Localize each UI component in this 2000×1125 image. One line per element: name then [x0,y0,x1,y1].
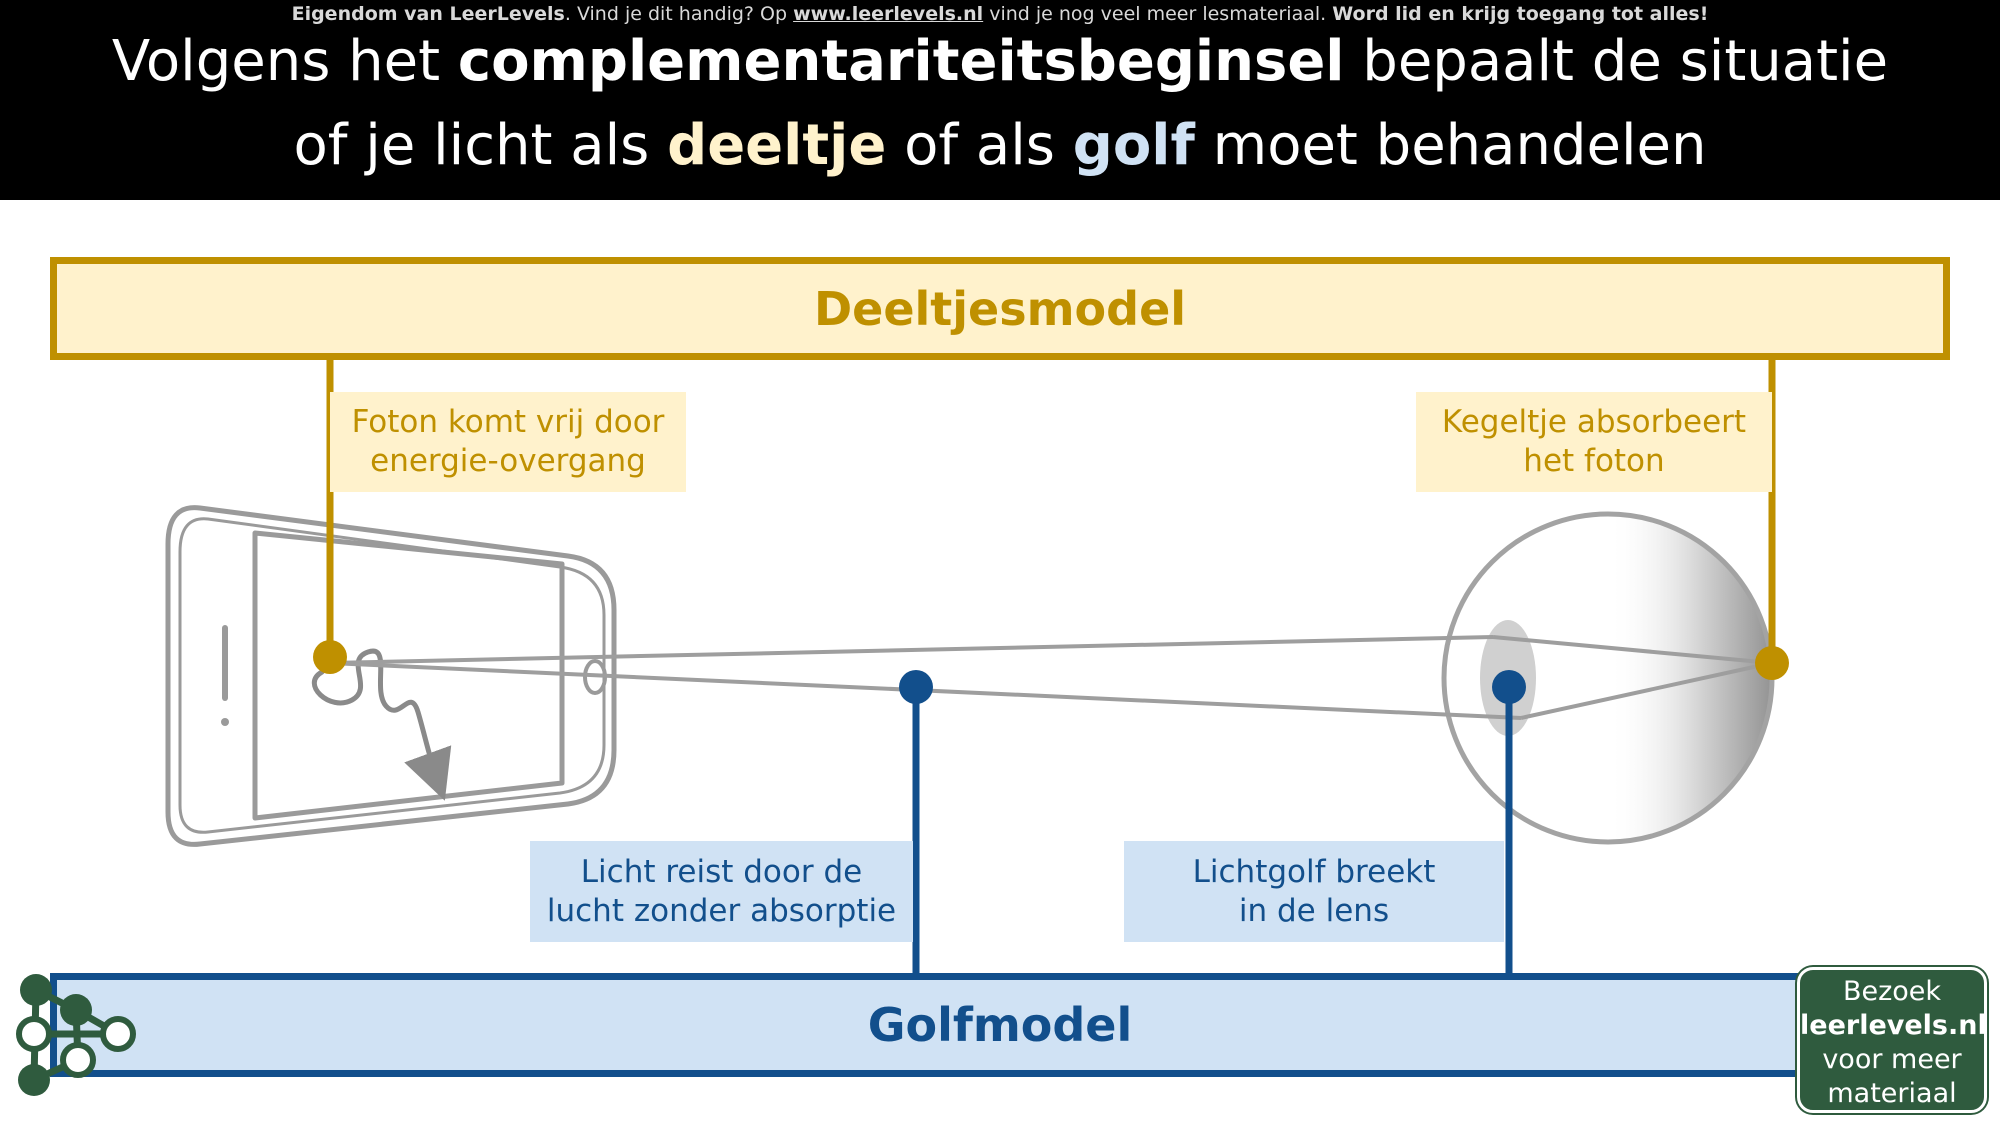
photon-absorption-dot [1755,646,1789,680]
wave-air-dot [899,670,933,704]
cone-absorbs-label: Kegeltje absorbeert het foton [1416,392,1772,492]
wave-model-box: Golfmodel [50,973,1950,1077]
title-deeltje: deeltje [667,113,887,178]
light-rays [329,635,1773,720]
title-golf: golf [1072,113,1195,178]
copyright-text-2: vind je nog veel meer lesmateriaal. [983,3,1333,25]
visit-leerlevels-button[interactable]: Bezoek leerlevels.nl voor meer materiaal [1797,967,1987,1113]
page-title: Volgens het complementariteitsbeginsel b… [0,20,2000,188]
visit-line-1: Bezoek [1842,976,1942,1007]
copyright-owner: Eigendom van LeerLevels [291,3,565,25]
visit-line-2: leerlevels.nl [1800,1010,1987,1041]
copyright-text-1: . Vind je dit handig? Op [564,3,794,25]
title-part-5: moet behandelen [1194,113,1707,178]
header-bar: Eigendom van LeerLevels. Vind je dit han… [0,0,2000,200]
photon-emission-dot [313,640,347,674]
particle-model-box: Deeltjesmodel [50,257,1950,360]
title-bold-term: complementariteitsbeginsel [457,29,1345,94]
wave-lens-dot [1492,670,1526,704]
travels-air-label: Licht reist door de lucht zonder absorpt… [530,841,913,942]
refracts-lens-label: Lichtgolf breekt in de lens [1124,841,1504,942]
title-part-4: of als [886,113,1073,178]
wave-model-label: Golfmodel [867,998,1133,1052]
visit-line-4: materiaal [1827,1078,1957,1109]
title-part-2: bepaalt de situatie [1344,29,1889,94]
title-part-1: Volgens het [111,29,458,94]
title-part-3: of je licht als [293,113,668,178]
copyright-link[interactable]: www.leerlevels.nl [793,3,984,25]
photon-release-label: Foton komt vrij door energie-overgang [330,392,686,492]
leerlevels-logo-icon[interactable] [14,968,144,1108]
copyright-cta: Word lid en krijg toegang tot alles! [1332,3,1709,25]
visit-line-3: voor meer [1822,1044,1962,1075]
copyright-notice: Eigendom van LeerLevels. Vind je dit han… [0,2,2000,26]
phone-icon [165,505,617,847]
particle-model-label: Deeltjesmodel [813,281,1187,336]
